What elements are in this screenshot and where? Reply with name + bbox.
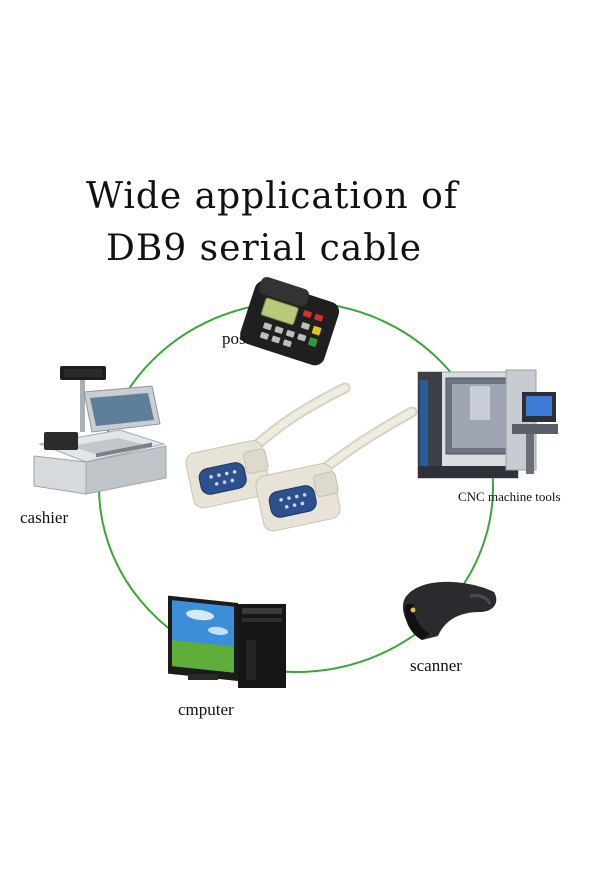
cnc-machine-icon (417, 369, 558, 479)
label-pos: pos (222, 329, 246, 348)
label-cnc-machine-tools: CNC machine tools (458, 489, 561, 504)
cash-register-icon (33, 366, 167, 495)
label-computer: cmputer (178, 700, 234, 719)
label-scanner: scanner (410, 656, 462, 675)
title-line-2: DB9 serial cable (106, 228, 423, 269)
pos-terminal-icon (240, 276, 340, 366)
barcode-scanner-icon (402, 581, 497, 640)
db9-cable-icon (185, 382, 418, 532)
label-cashier: cashier (20, 508, 69, 527)
title-line-1: Wide application of (86, 176, 459, 217)
computer-icon (168, 595, 286, 688)
